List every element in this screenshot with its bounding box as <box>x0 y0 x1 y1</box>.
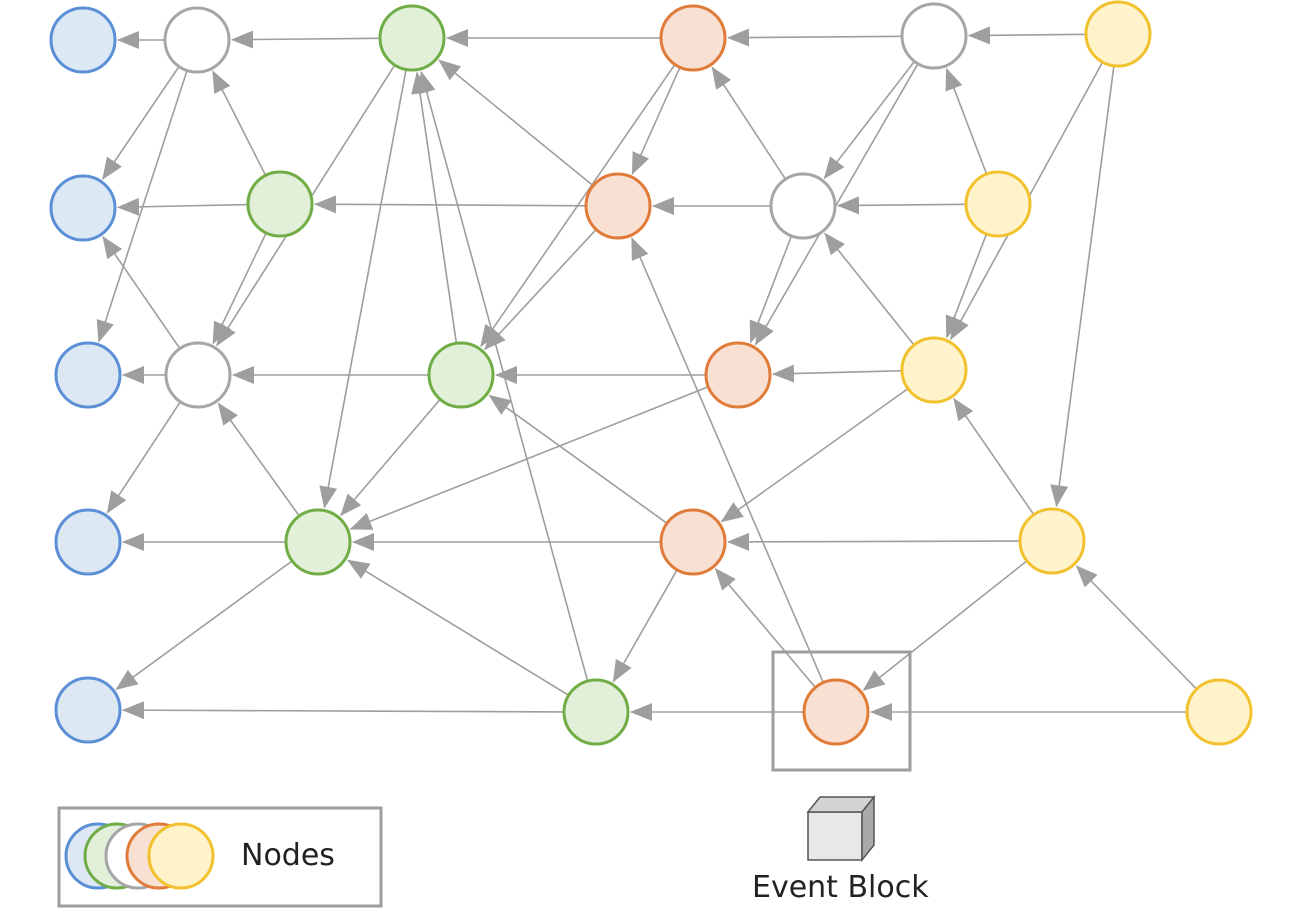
edge-y1-to-y4 <box>1050 65 1115 508</box>
node-yellow-y1 <box>1084 0 1152 68</box>
legend-box <box>57 806 383 908</box>
edge-g2-to-w1 <box>212 70 267 176</box>
node-yellow-y4 <box>1018 507 1086 575</box>
node-blue-b3 <box>54 341 122 409</box>
node-yellow-y3 <box>900 336 968 404</box>
edge-g5-to-b5 <box>122 701 565 720</box>
edge-g2-to-b2 <box>117 197 249 216</box>
edge-o3-to-g4 <box>349 386 709 530</box>
legend-swatch-yellow <box>147 822 215 890</box>
node-green-g2 <box>246 170 314 238</box>
edge-w_top-to-w_mid <box>823 60 916 180</box>
edge-g4-to-w3 <box>217 402 300 517</box>
node-orange-o4 <box>659 508 727 576</box>
edge-y5-to-y4 <box>1075 565 1198 690</box>
node-orange-o2 <box>584 172 652 240</box>
legend-label: Nodes <box>241 838 335 873</box>
edge-o5-to-o2 <box>631 237 825 683</box>
edge-y1-to-w_top <box>968 26 1087 45</box>
node-yellow-y5 <box>1185 678 1253 746</box>
edge-g1-to-g4 <box>319 69 407 509</box>
node-yellow-y2 <box>964 170 1032 238</box>
event-block-highlight-box <box>771 650 912 772</box>
edge-y3-to-o3 <box>772 364 903 383</box>
edge-y4-to-o4 <box>727 532 1021 551</box>
edge-g2-to-w3 <box>212 232 267 345</box>
edge-o2-to-g3 <box>484 228 597 351</box>
event-block-label: Event Block <box>752 870 929 905</box>
edge-g5-to-g4 <box>347 559 570 696</box>
edge-g3-to-g1 <box>411 71 458 344</box>
edge-o4-to-g5 <box>612 569 678 683</box>
edge-w3-to-b4 <box>106 401 182 514</box>
node-orange-o3 <box>704 341 772 409</box>
edge-y3-to-o4 <box>720 387 909 523</box>
edge-y2-to-w_top <box>945 67 988 175</box>
node-green-g4 <box>284 508 352 576</box>
node-blue-b1 <box>49 6 117 74</box>
node-orange-o5 <box>802 678 870 746</box>
node-white-w_top <box>900 2 968 70</box>
edge-o2-to-g2 <box>314 195 587 214</box>
node-blue-b2 <box>49 174 117 242</box>
edge-w_mid-to-o3 <box>749 235 793 344</box>
edges-layer <box>96 26 1198 721</box>
edge-y4-to-y3 <box>953 397 1035 516</box>
edge-o2-to-g1 <box>438 59 594 187</box>
edge-w_top-to-o3 <box>754 63 919 346</box>
nodes-layer <box>49 0 1253 746</box>
edge-o5-to-o4 <box>714 568 817 689</box>
cube-icon <box>806 794 876 863</box>
edge-o4-to-g3 <box>488 394 668 524</box>
node-white-w_mid <box>769 172 837 240</box>
edge-w_mid-to-o1 <box>711 66 787 180</box>
node-blue-b4 <box>54 508 122 576</box>
node-green-g5 <box>562 678 630 746</box>
node-green-g3 <box>427 341 495 409</box>
edge-g1-to-w1 <box>231 30 381 49</box>
edge-y2-to-w_mid <box>837 196 967 215</box>
node-white-w3 <box>164 341 232 409</box>
edge-y4-to-o5 <box>862 560 1028 691</box>
edge-y3-to-w_mid <box>824 232 915 346</box>
edge-g4-to-b5 <box>115 560 293 691</box>
node-orange-o1 <box>659 4 727 72</box>
node-blue-b5 <box>54 676 122 744</box>
edge-g5-to-g1 <box>418 70 589 682</box>
edge-o1-to-g3 <box>480 63 676 348</box>
edge-w1-to-b2 <box>102 66 180 180</box>
node-white-w1 <box>163 6 231 74</box>
legend-swatches <box>64 822 215 890</box>
edge-o1-to-o2 <box>631 66 681 175</box>
edge-w_top-to-o1 <box>727 28 903 47</box>
edge-w3-to-b2 <box>102 235 181 350</box>
node-green-g1 <box>378 4 446 72</box>
edge-g3-to-g4 <box>340 398 441 517</box>
